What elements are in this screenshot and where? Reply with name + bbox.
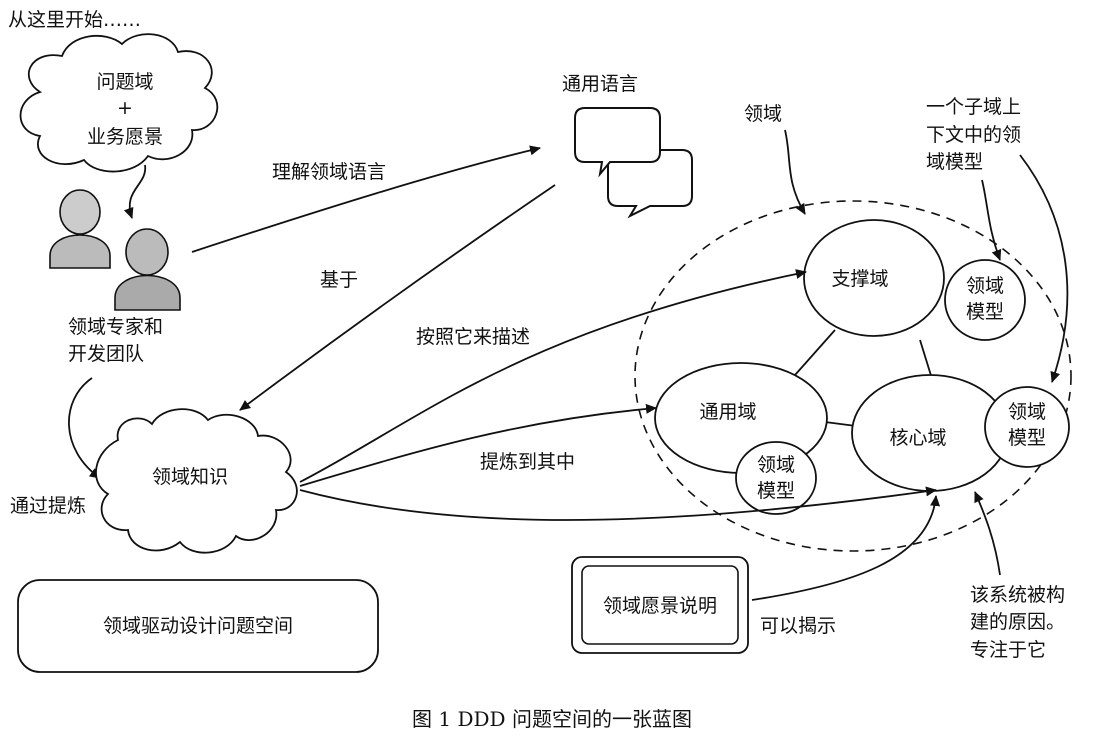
edge-knowledge-to-core [299, 486, 937, 521]
cloud-label-plus: + [117, 97, 133, 119]
core-model-label-line1: 领域 [1008, 401, 1046, 423]
experts-icon [49, 189, 181, 311]
problem-space-box [17, 579, 379, 673]
edge-domain-label [784, 129, 806, 215]
edge-vision-to-core [751, 495, 941, 601]
reason-note-line1: 该系统被构 [970, 584, 1065, 606]
edge-language-to-knowledge [239, 184, 556, 411]
edge-label-reveal: 可以揭示 [760, 615, 836, 637]
start-note: 从这里开始…… [8, 9, 141, 31]
problem-domain-cloud [19, 33, 219, 173]
edge-note-to-supporting-model [981, 179, 1002, 261]
supporting-model-label-line2: 模型 [966, 301, 1004, 323]
edge-knowledge-to-generic [299, 403, 657, 487]
edge-label-understand-language: 理解领域语言 [272, 161, 386, 183]
core-domain-label: 核心域 [889, 427, 946, 449]
speech-bubbles-icon [574, 107, 693, 219]
subdomain-note-line2: 下文中的领 [926, 124, 1021, 146]
generic-domain-label: 通用域 [699, 401, 756, 423]
ubiquitous-language-label: 通用语言 [562, 73, 638, 95]
vision-statement-box [581, 565, 739, 645]
reason-note-line2: 建的原因。 [970, 611, 1065, 633]
core-domain-model [984, 386, 1070, 468]
edge-note-to-core-model [1019, 154, 1069, 383]
cloud-label-business-vision: 业务愿景 [87, 126, 163, 148]
domain-label: 领域 [744, 103, 782, 125]
domain-boundary [634, 200, 1072, 552]
problem-space-label: 领域驱动设计问题空间 [103, 615, 293, 637]
domain-knowledge-cloud [95, 408, 298, 554]
edge-reason-to-core [974, 491, 1001, 576]
supporting-domain-model [944, 259, 1026, 341]
domain-knowledge-label: 领域知识 [152, 466, 228, 488]
generic-model-label-line2: 模型 [757, 480, 795, 502]
vision-statement-label: 领域愿景说明 [603, 595, 717, 617]
supporting-model-label-line1: 领域 [966, 275, 1004, 297]
edge-cloud-to-experts [123, 164, 146, 219]
generic-domain-model [735, 441, 817, 515]
subdomain-note-line1: 一个子域上 [926, 96, 1021, 118]
edge-label-describe: 按照它来描述 [416, 326, 530, 348]
figure-caption: 图 1 DDD 问题空间的一张蓝图 [412, 707, 692, 731]
supporting-domain-label: 支撑域 [831, 268, 888, 290]
core-model-label-line2: 模型 [1008, 427, 1046, 449]
edge-knowledge-to-supporting [299, 269, 807, 483]
cloud-label-problem-domain: 问题域 [96, 71, 153, 93]
experts-label-line1: 领域专家和 [68, 316, 163, 338]
generic-model-label-line1: 领域 [757, 454, 795, 476]
edge-label-based-on: 基于 [320, 269, 358, 291]
link-generic-core [824, 421, 857, 427]
reason-note-line3: 专注于它 [970, 639, 1046, 661]
experts-label-line2: 开发团队 [68, 343, 144, 365]
edge-label-refine: 提炼到其中 [480, 451, 575, 473]
edge-label-distill: 通过提炼 [10, 495, 86, 517]
subdomain-note-line3: 域模型 [926, 151, 983, 173]
link-generic-supporting [794, 329, 836, 376]
edge-experts-to-knowledge [68, 377, 101, 479]
edge-experts-to-language [191, 145, 541, 253]
